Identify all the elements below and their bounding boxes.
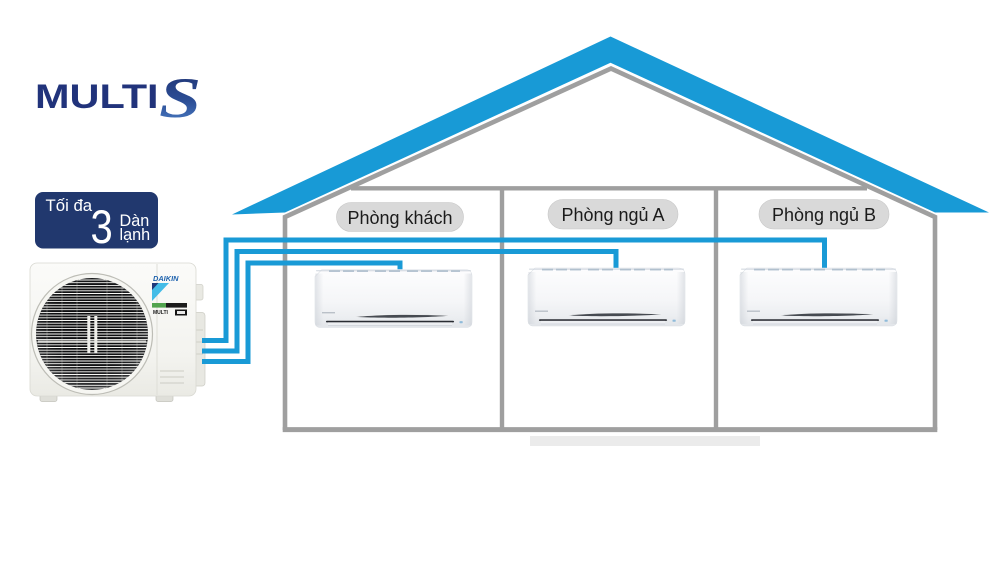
svg-text:3: 3	[91, 202, 113, 254]
svg-text:Phòng ngủ B: Phòng ngủ B	[772, 205, 876, 225]
svg-text:S: S	[159, 66, 201, 130]
svg-text:Tối đa: Tối đa	[46, 196, 93, 215]
svg-text:MULTI: MULTI	[153, 310, 169, 316]
svg-text:lạnh: lạnh	[120, 226, 151, 244]
svg-text:Dàn: Dàn	[120, 212, 150, 230]
svg-text:MULTI: MULTI	[35, 78, 159, 116]
svg-text:Phòng ngủ A: Phòng ngủ A	[561, 205, 664, 225]
svg-text:Phòng khách: Phòng khách	[347, 208, 452, 228]
svg-text:DAIKIN: DAIKIN	[153, 274, 179, 283]
